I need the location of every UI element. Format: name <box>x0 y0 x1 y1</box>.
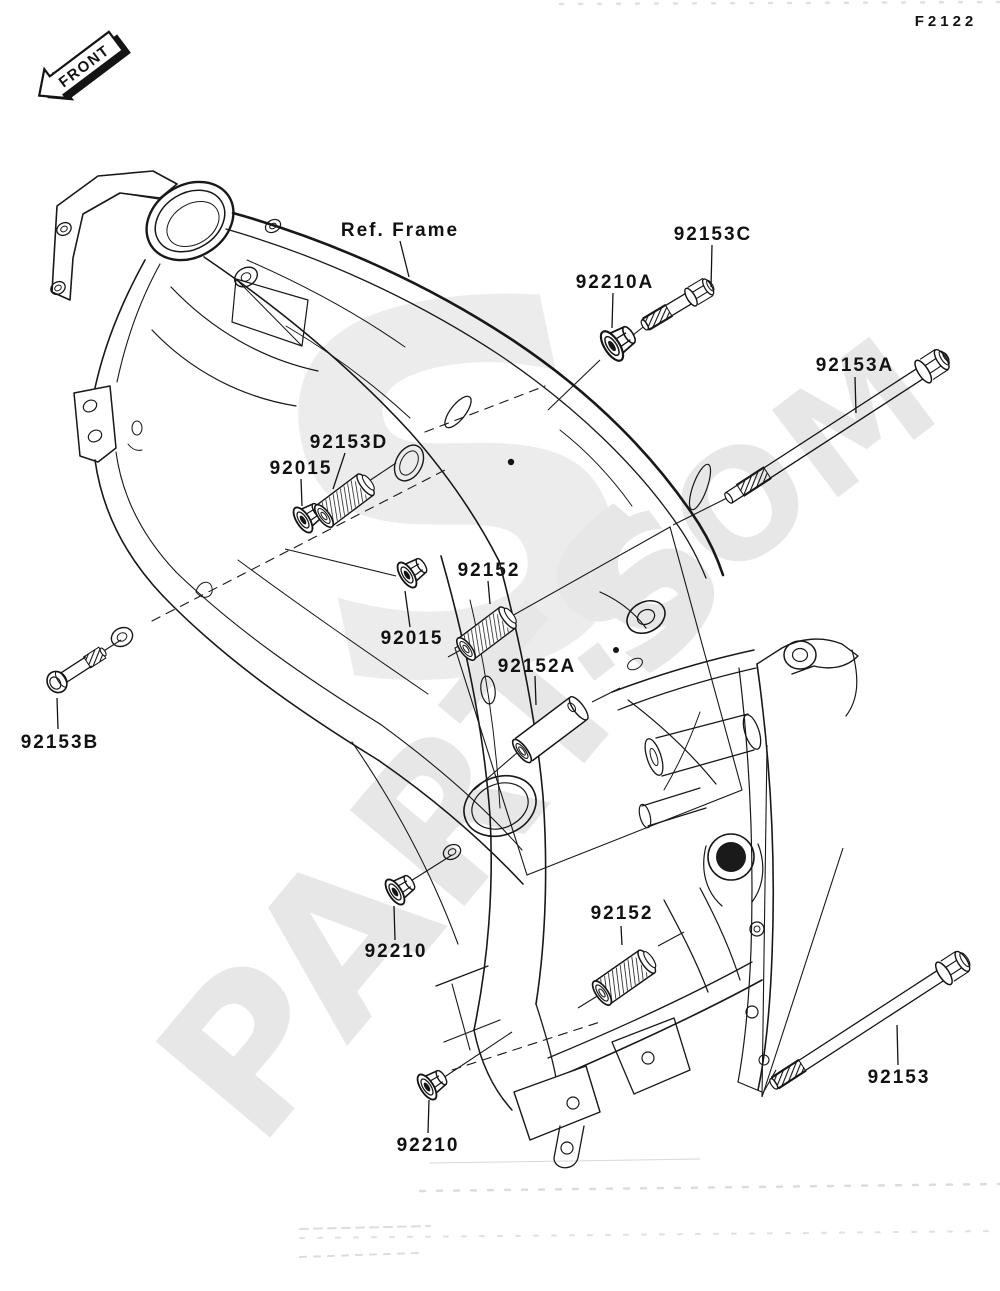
callout-92152-lower: 92152 <box>591 903 654 924</box>
part-bolt-92153c <box>640 277 715 331</box>
frame-line-art <box>50 170 859 1169</box>
callout-92153: 92153 <box>868 1067 931 1088</box>
callout-92210-mid: 92210 <box>365 941 428 962</box>
callout-92152-upper: 92152 <box>458 560 521 581</box>
assembly-outline-box <box>454 526 844 1098</box>
callout-92015-lower: 92015 <box>381 628 444 649</box>
leader-lines <box>56 240 899 1134</box>
callout-92153c: 92153C <box>674 224 753 245</box>
callout-92153b: 92153B <box>21 732 100 753</box>
callout-92152a: 92152A <box>498 656 577 677</box>
figure-code: F2122 <box>915 13 978 30</box>
part-bolt-92153b <box>46 646 107 694</box>
callout-92210-bottom: 92210 <box>397 1135 460 1156</box>
front-arrow-icon <box>37 30 125 100</box>
part-nut-92210-bottom <box>412 1062 454 1104</box>
callout-92015-upper: 92015 <box>270 458 333 479</box>
callout-ref-frame: Ref. Frame <box>341 220 459 241</box>
front-direction-marker: FRONT <box>37 30 131 101</box>
callout-92210a: 92210A <box>576 272 655 293</box>
callout-92153d: 92153D <box>310 432 389 453</box>
part-bushing-92152-lower <box>588 945 662 1009</box>
part-bolt-92153a <box>724 348 950 504</box>
scan-artifacts <box>299 0 1000 1258</box>
part-bolt-92153 <box>769 950 971 1090</box>
callout-92153a: 92153A <box>816 355 895 376</box>
axis-lines <box>101 323 777 1094</box>
hardware-parts <box>46 277 971 1104</box>
